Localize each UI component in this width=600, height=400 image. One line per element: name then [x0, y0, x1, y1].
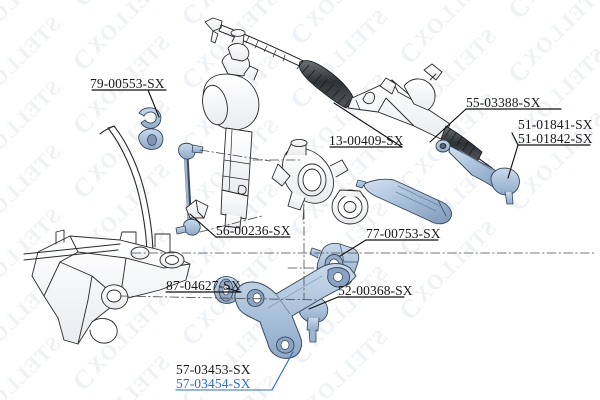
subframe-reference-bracket: [185, 199, 209, 219]
steering-rack-housing: [347, 63, 493, 169]
inner-tie-rod-part: [355, 178, 453, 225]
wheel-hub: [331, 189, 369, 225]
label-77-00753-sx: 77-00753-SX: [366, 226, 441, 241]
stabilizer-bushing-part: [138, 107, 164, 150]
subframe: [23, 229, 191, 345]
steering-knuckle: [271, 138, 369, 225]
strut-assembly: [202, 29, 260, 229]
stabilizer-link-part: [175, 142, 204, 236]
upper-steering-shaft: [204, 17, 313, 72]
label-56-00236-sx: 56-00236-SX: [216, 223, 291, 238]
label-57-03453-sx: 57-03453-SX: [176, 362, 251, 377]
label-13-00409-sx: 13-00409-SX: [329, 133, 404, 148]
label-52-00368-sx: 52-00368-SX: [338, 283, 413, 298]
label-51-01841-sx: 51-01841-SX: [518, 117, 593, 132]
label-79-00553-sx: 79-00553-SX: [90, 76, 165, 91]
steering-rack-boot: [296, 60, 355, 109]
outer-tie-rod-end-part: [435, 139, 520, 205]
label-51-01842-sx: 51-01842-SX: [518, 131, 593, 146]
label-87-04627-sx: 87-04627-SX: [166, 278, 241, 293]
label-57-03454-sx: 57-03454-SX: [176, 376, 251, 391]
label-underlines: [91, 89, 591, 391]
alignment-lines: [119, 149, 595, 301]
label-55-03388-sx: 55-03388-SX: [466, 95, 541, 110]
control-arm-part: [234, 263, 357, 359]
